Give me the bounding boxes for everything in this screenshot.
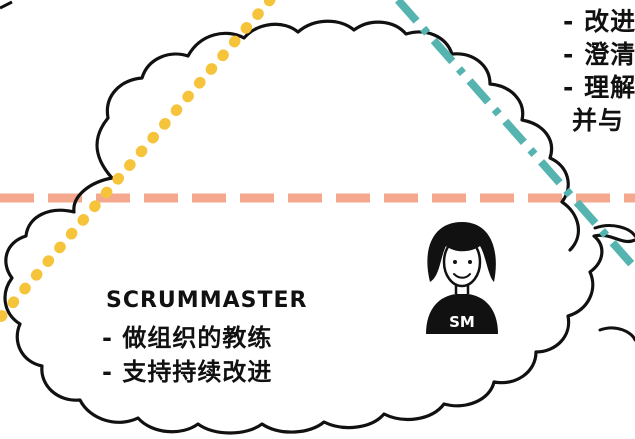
upper-cloud bbox=[95, 19, 580, 252]
scrummaster-title: SCRUMMASTER bbox=[106, 288, 308, 313]
right-panel-item-1: - 改进 bbox=[563, 7, 635, 36]
yellow-dotted-line bbox=[0, 0, 276, 324]
scrummaster-cloud bbox=[3, 176, 635, 435]
character-hair bbox=[427, 222, 496, 282]
sm-badge-text: SM bbox=[449, 313, 475, 331]
teal-dashdot-line bbox=[395, 0, 635, 271]
scrum-master-character bbox=[426, 222, 498, 334]
corner-ink-mark bbox=[0, 0, 13, 10]
character-shirt bbox=[426, 294, 498, 334]
right-panel-item-4: 并与 bbox=[572, 106, 625, 135]
scrummaster-item-coach: - 做组织的教练 bbox=[102, 324, 273, 352]
right-panel-item-2: - 澄清 bbox=[563, 40, 635, 69]
right-cloud-fragment bbox=[593, 224, 635, 342]
right-panel-item-3: - 理解 bbox=[563, 73, 635, 102]
scrummaster-item-improve: - 支持持续改进 bbox=[102, 358, 273, 386]
